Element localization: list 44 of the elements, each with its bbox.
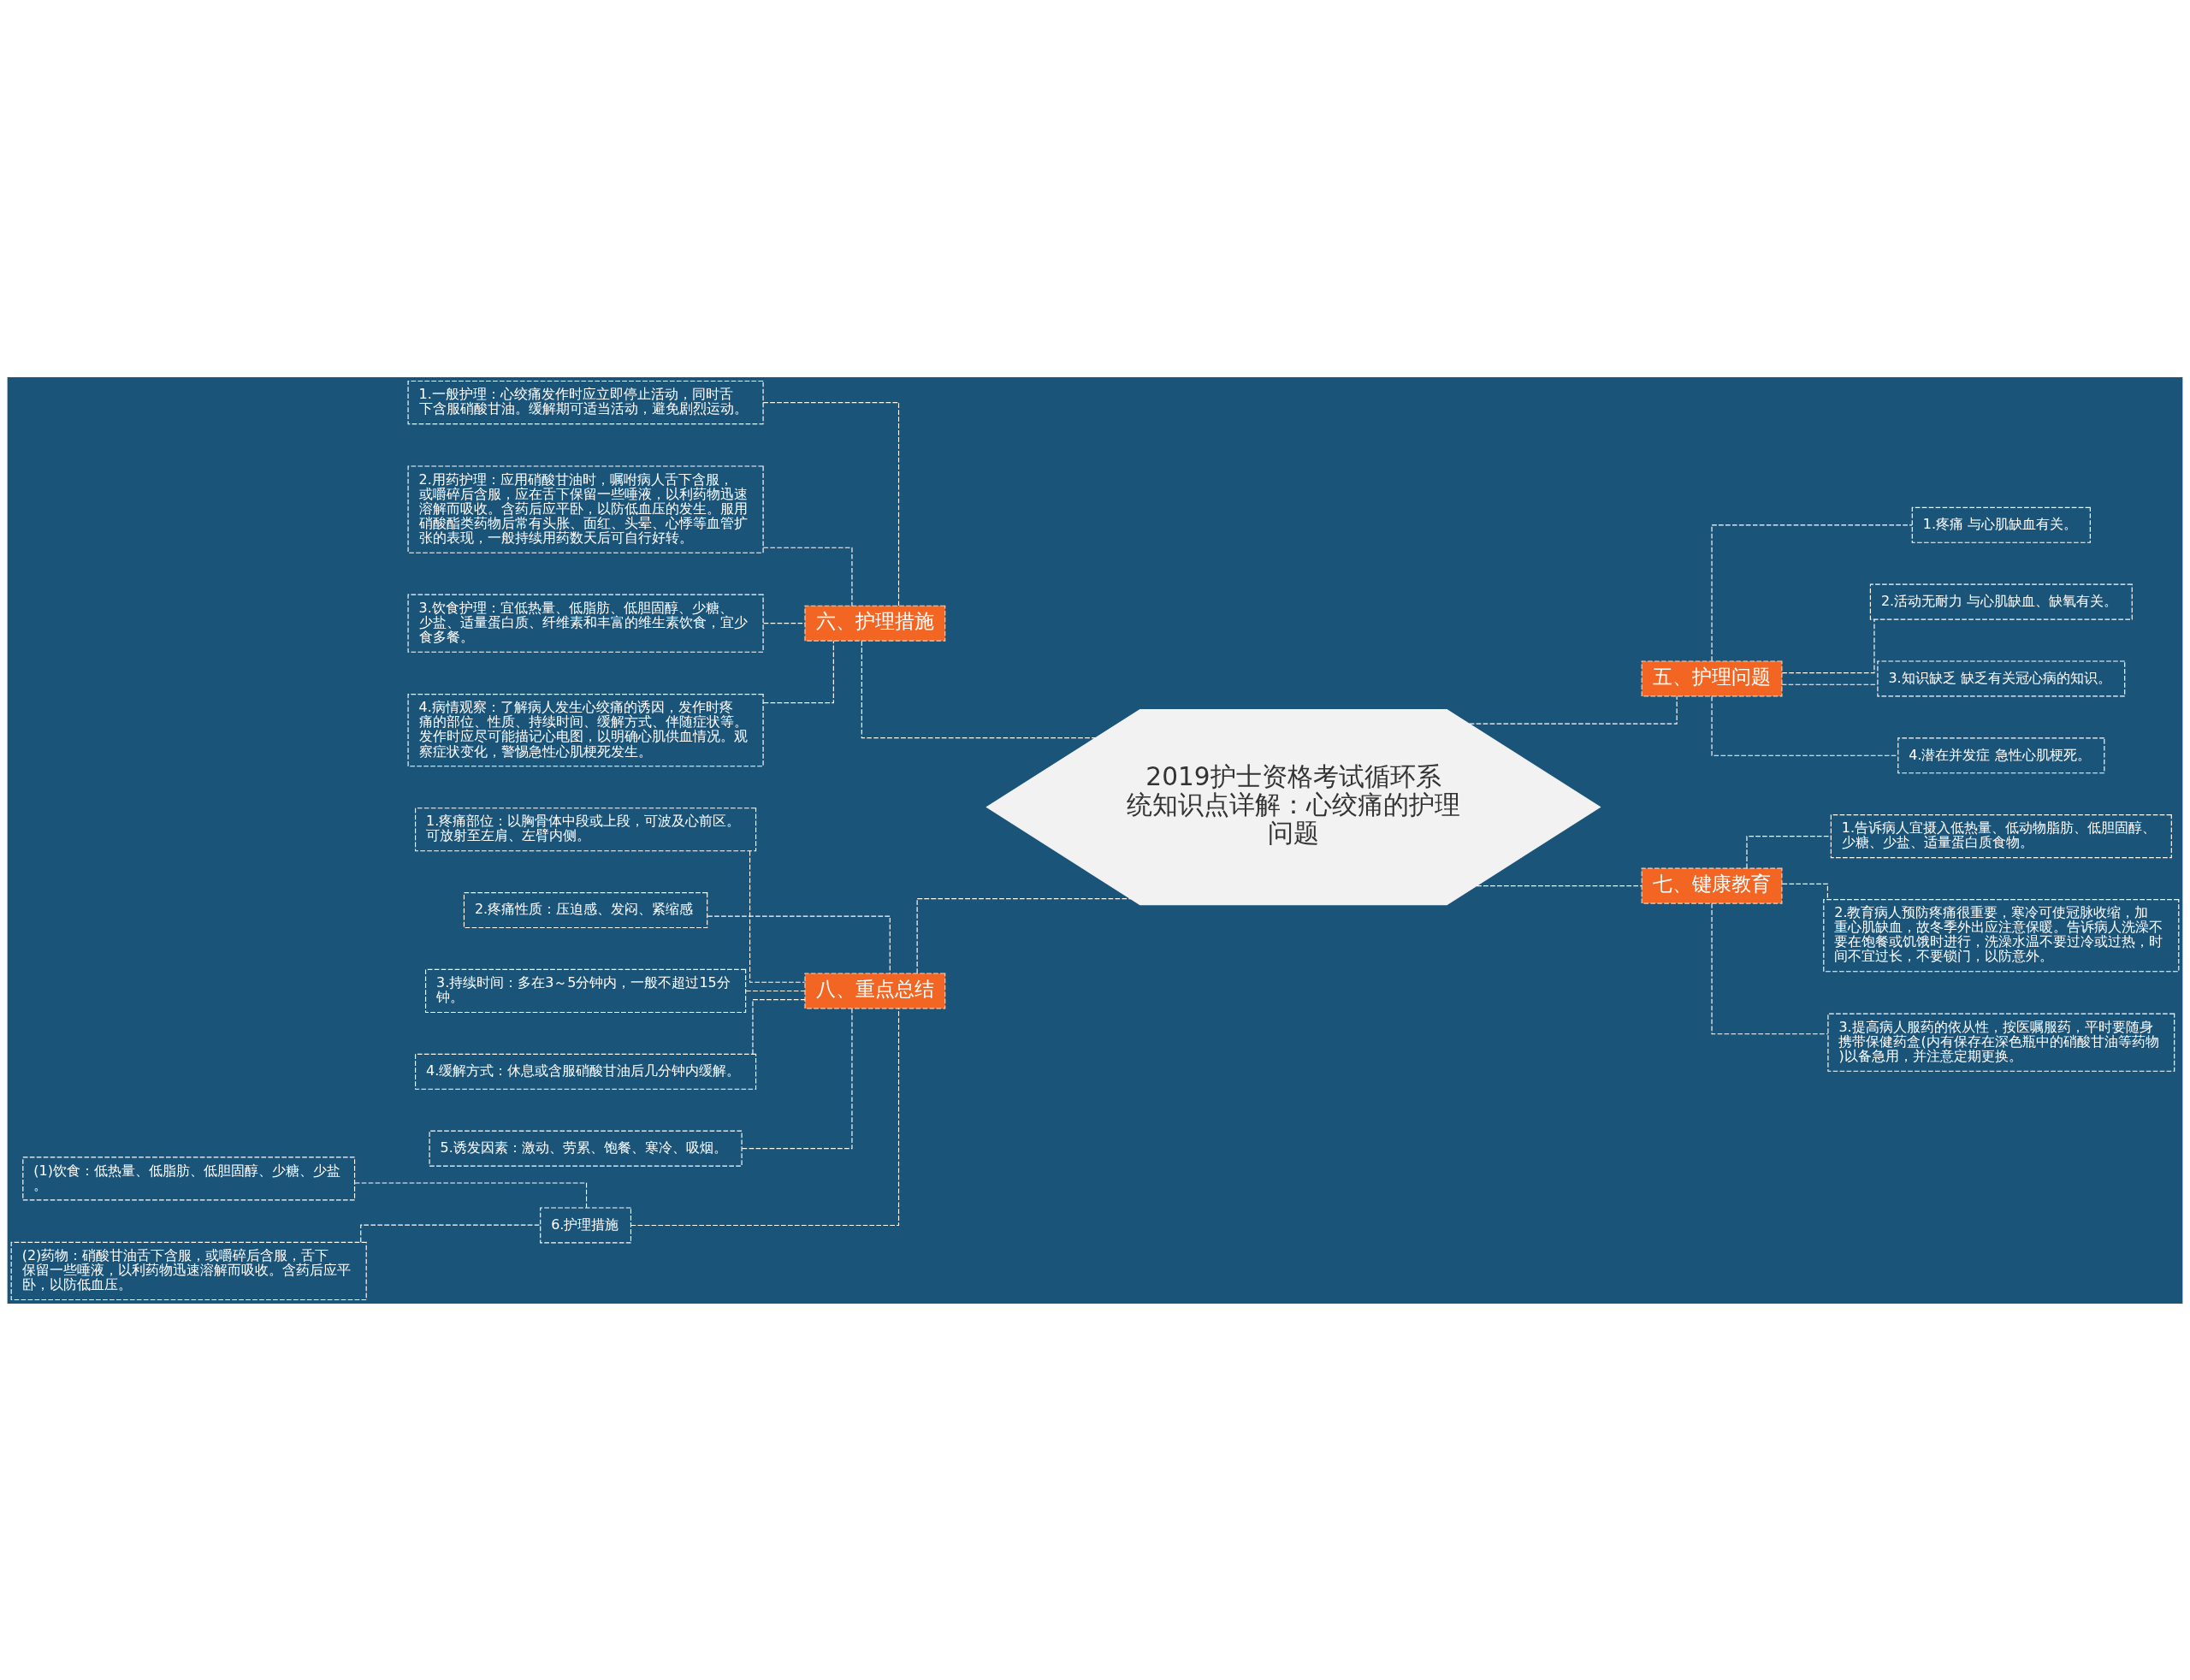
connector	[762, 640, 834, 703]
connector	[916, 897, 1132, 973]
connector	[1711, 524, 1913, 661]
node-box: 1.一般护理：心绞痛发作时应立即停止活动，同时舌下含服硝酸甘油。缓解期可适当活动，避免剧烈运动。	[407, 380, 764, 424]
node-box: 4.潜在并发症 急性心肌梗死。	[1897, 736, 2105, 773]
connector	[861, 640, 1096, 738]
node-box: 1.疼痛部位：以胸骨体中段或上段，可波及心前区。可放射至左肩、左臂内侧。	[415, 807, 757, 851]
node-box: 七、键康教育	[1641, 867, 1783, 904]
connector	[1746, 835, 1832, 869]
node-box: 3.知识缺乏 缺乏有关冠心病的知识。	[1877, 660, 2126, 696]
node-box: 1.疼痛 与心肌缺血有关。	[1911, 506, 2091, 543]
connector	[752, 998, 806, 1055]
connector	[1781, 683, 1879, 685]
node-box: 4.缓解方式：休息或含服硝酸甘油后几分钟内缓解。	[415, 1053, 757, 1090]
node-box: 八、重点总结	[804, 972, 946, 1009]
connector	[630, 1007, 900, 1226]
node-box: 3.提高病人服药的依从性，按医嘱服药，平时要随身携带保健药盒(内有保存在深色瓶中的硝酸甘油等药物)以备急用，并注意定期更换。	[1827, 1013, 2175, 1072]
connector	[762, 622, 806, 624]
node-box: 六、护理措施	[804, 605, 946, 642]
node-box: (2)药物：硝酸甘油舌下含服，或嚼碎后含服，舌下保留一些唾液，以利药物迅速溶解而吸收。含药后应平卧，以防低血压。	[10, 1241, 367, 1300]
connector	[1781, 618, 1875, 673]
connector	[741, 1008, 853, 1149]
connector	[762, 401, 900, 606]
connector	[707, 915, 891, 973]
connector	[1469, 695, 1678, 725]
node-box: 3.持续时间：多在3～5分钟内，一般不超过15分钟。	[425, 968, 747, 1013]
node-box: 2.用药护理：应用硝酸甘油时，嘱咐病人舌下含服，或嚼碎后含服，应在舌下保留一些唾液，以利药物迅速溶解而吸收。含药后应平卧，以防低血压的发生。服用硝酸酯类药物后常有头胀、面红、头晕、心悸等血管扩张的表现，一般持续用药数天后可自行好转。	[407, 464, 764, 553]
node-box: 5.诱发因素：激动、劳累、饱餐、寒冷、吸烟。	[429, 1130, 743, 1167]
connector	[1711, 695, 1899, 756]
node-box: 6.护理措施	[540, 1206, 632, 1243]
node-box: 4.病情观察：了解病人发生心绞痛的诱因，发作时疼痛的部位、性质、持续时间、缓解方式、伴随症状等。发作时应尽可能描记心电图，以明确心肌供血情况。观察症状变化，警惕急性心肌梗死发生。	[407, 693, 764, 766]
connector	[1476, 884, 1642, 886]
node-box: 五、护理问题	[1641, 660, 1783, 696]
connector	[762, 547, 853, 606]
node-box: 3.饮食护理：宜低热量、低脂肪、低胆固醇、少糖、少盐、适量蛋白质、纤维素和丰富的维生素饮食，宜少食多餐。	[407, 594, 764, 653]
connector	[354, 1181, 588, 1208]
connector	[1711, 902, 1829, 1034]
node-box: 2.教育病人预防疼痛很重要，寒冷可使冠脉收缩，加重心肌缺血，故冬季外出应注意保暖。告诉病人洗澡不要在饱餐或饥饿时进行，洗澡水温不要过冷或过热，时间不宜过长，不要锁门，以防意外。	[1823, 898, 2180, 972]
node-box: (1)饮食：低热量、低脂肪、低胆固醇、少糖、少盐。	[22, 1156, 356, 1200]
node-box: 2.疼痛性质：压迫感、发闷、紧缩感	[463, 891, 708, 928]
connector	[745, 990, 806, 991]
node-box: 1.告诉病人宜摄入低热量、低动物脂肪、低胆固醇、少糖、少盐、适量蛋白质食物。	[1830, 813, 2172, 858]
node-box: 2.活动无耐力 与心肌缺血、缺氧有关。	[1869, 583, 2133, 620]
connector	[749, 849, 806, 983]
